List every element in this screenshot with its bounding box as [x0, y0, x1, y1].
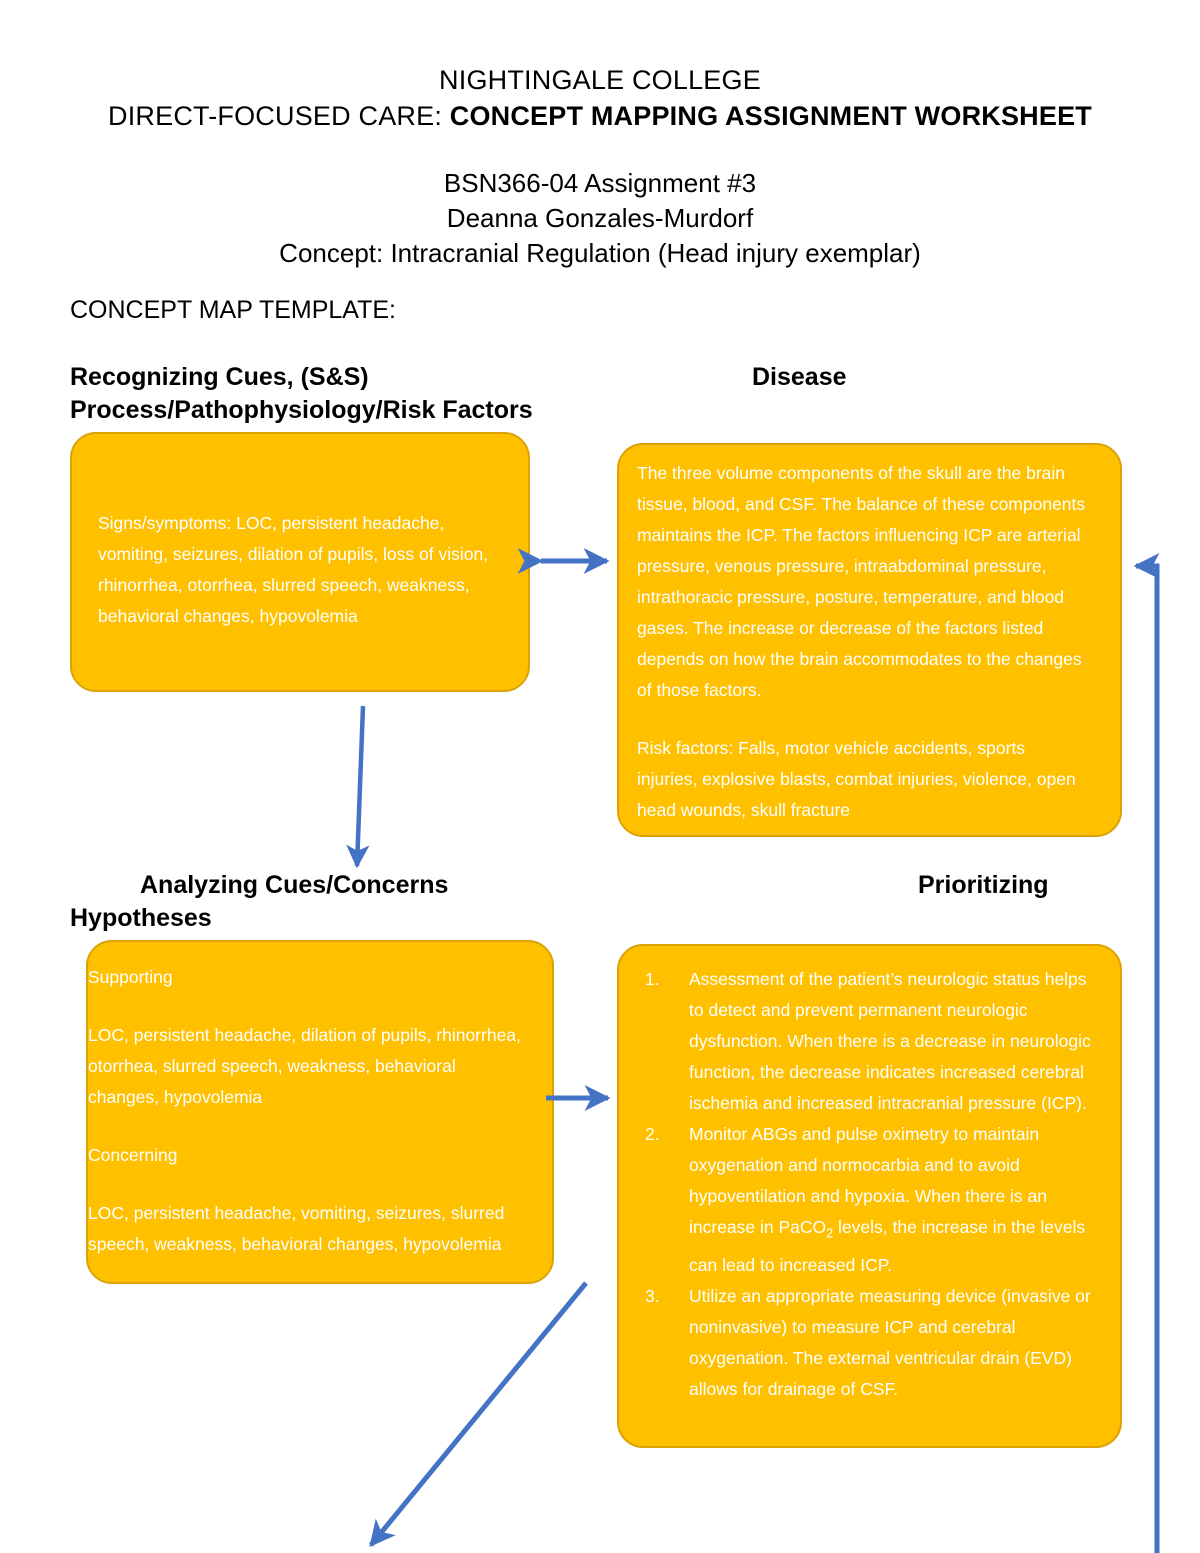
prioritizing-list: Assessment of the patient’s neurologic s…: [637, 964, 1094, 1405]
connector-return-to-disease: [1133, 553, 1160, 1553]
concept-map-template-label: CONCEPT MAP TEMPLATE:: [70, 296, 397, 324]
box-disease-process: The three volume components of the skull…: [617, 443, 1122, 837]
heading-recognizing-line1: Recognizing Cues, (S&S): [70, 363, 369, 391]
disease-risk-factors-text: Risk factors: Falls, motor vehicle accid…: [637, 738, 1076, 820]
prioritizing-item-2-text-part2: levels, the increase in the levels can l…: [689, 1217, 1086, 1275]
list-item: Assessment of the patient’s neurologic s…: [637, 964, 1094, 1119]
document-header: NIGHTINGALE COLLEGE DIRECT-FOCUSED CARE:…: [0, 0, 1200, 271]
assignment-id: BSN366-04 Assignment #3: [443, 168, 757, 198]
heading-analyzing-line1-text: Analyzing Cues/Concerns: [140, 871, 449, 899]
institution-name: NIGHTINGALE COLLEGE: [439, 65, 761, 95]
course-prefix: DIRECT-FOCUSED CARE:: [108, 101, 450, 131]
prioritizing-item-2-subscript: 2: [826, 1226, 834, 1241]
supporting-text: LOC, persistent headache, dilation of pu…: [88, 1025, 521, 1107]
student-name: Deanna Gonzales-Murdorf: [446, 203, 754, 233]
heading-recognizing-cues: Recognizing Cues, (S&S) Process/Pathophy…: [70, 361, 710, 427]
heading-prioritizing: Prioritizing: [918, 871, 1049, 899]
supporting-label: Supporting: [88, 967, 173, 987]
concerning-text: LOC, persistent headache, vomiting, seiz…: [88, 1203, 505, 1254]
concept-line: Concept: Intracranial Regulation (Head i…: [279, 238, 921, 268]
prioritizing-item-3-text: Utilize an appropriate measuring device …: [689, 1285, 1091, 1399]
signs-and-symptoms-text: Signs/symptoms: LOC, persistent headache…: [98, 513, 489, 626]
box-hypotheses: Supporting LOC, persistent headache, dil…: [86, 940, 554, 1284]
heading-analyzing-line1: Analyzing Cues/Concerns: [70, 869, 710, 902]
prioritizing-item-2-text-part1: Monitor ABGs and pulse oximetry to maint…: [689, 1124, 1048, 1237]
prioritizing-item-1-text: Assessment of the patient’s neurologic s…: [689, 969, 1091, 1113]
heading-disease: Disease: [752, 363, 847, 391]
box-prioritizing: Assessment of the patient’s neurologic s…: [617, 944, 1122, 1448]
box-signs-and-symptoms: Signs/symptoms: LOC, persistent headache…: [70, 432, 530, 692]
course-title: CONCEPT MAPPING ASSIGNMENT WORKSHEET: [449, 101, 1092, 131]
list-item: Utilize an appropriate measuring device …: [637, 1281, 1094, 1405]
disease-pathophysiology-text: The three volume components of the skull…: [637, 463, 1086, 700]
heading-recognizing-line2: Process/Pathophysiology/Risk Factors: [70, 396, 533, 424]
list-item: Monitor ABGs and pulse oximetry to maint…: [637, 1119, 1094, 1281]
connector-signs-to-hypotheses: [346, 705, 370, 869]
connector-prioritizing-to-offpage: [369, 1281, 588, 1548]
course-title-line: DIRECT-FOCUSED CARE: CONCEPT MAPPING ASS…: [0, 98, 1200, 134]
concerning-label: Concerning: [88, 1145, 178, 1165]
heading-analyzing-cues: Analyzing Cues/Concerns Hypotheses: [70, 869, 710, 935]
heading-analyzing-line2: Hypotheses: [70, 904, 212, 932]
